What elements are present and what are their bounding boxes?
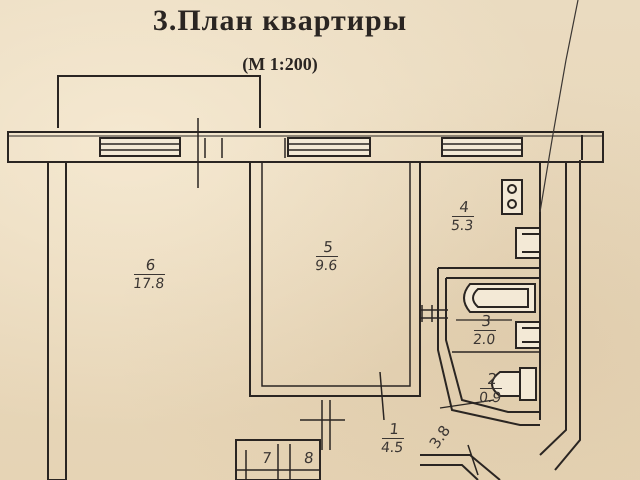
room-3-area: 2.0 — [472, 330, 497, 349]
stove — [501, 179, 523, 215]
room-5-walls — [249, 161, 421, 397]
room-1-label: 1 4.5 — [380, 420, 406, 457]
toilet — [491, 371, 521, 397]
balcony — [57, 75, 261, 128]
bathroom-sink — [515, 321, 541, 349]
room-5-label: 5 9.6 — [314, 238, 340, 275]
room-5-number: 5 — [322, 238, 334, 256]
room-3-label: 3 2.0 — [472, 312, 498, 349]
window-1 — [99, 137, 181, 157]
room-2-number: 2 — [486, 370, 498, 388]
room-6-label: 6 17.8 — [132, 256, 167, 293]
room-7-number: 7 — [261, 449, 273, 467]
room-3-number: 3 — [480, 312, 492, 330]
room-4-label: 4 5.3 — [450, 198, 476, 235]
room-6-number: 6 — [144, 256, 157, 274]
bathtub — [463, 283, 536, 313]
pencil-mark — [539, 0, 579, 213]
bathroom-block — [437, 267, 540, 426]
window-3 — [441, 137, 523, 157]
room-2-label: 2 0.9 — [478, 370, 504, 407]
room-2-area: 0.9 — [478, 388, 503, 407]
kitchen-sink — [515, 227, 541, 259]
plan-scale: (М 1:200) — [242, 54, 318, 74]
room-6-area: 17.8 — [132, 274, 166, 293]
room-8-number: 8 — [303, 449, 315, 467]
left-wall — [47, 161, 67, 480]
room-1-number: 1 — [388, 420, 400, 438]
room-4-number: 4 — [458, 198, 470, 216]
storage-7-8 — [235, 439, 321, 480]
room-4-area: 5.3 — [450, 216, 475, 235]
plan-title: 3.План квартиры — [152, 4, 408, 37]
room-5-area: 9.6 — [314, 256, 339, 275]
room-1-area: 4.5 — [380, 438, 405, 457]
entrance-corridor — [420, 454, 501, 480]
window-2 — [287, 137, 371, 157]
right-wall — [539, 160, 581, 471]
